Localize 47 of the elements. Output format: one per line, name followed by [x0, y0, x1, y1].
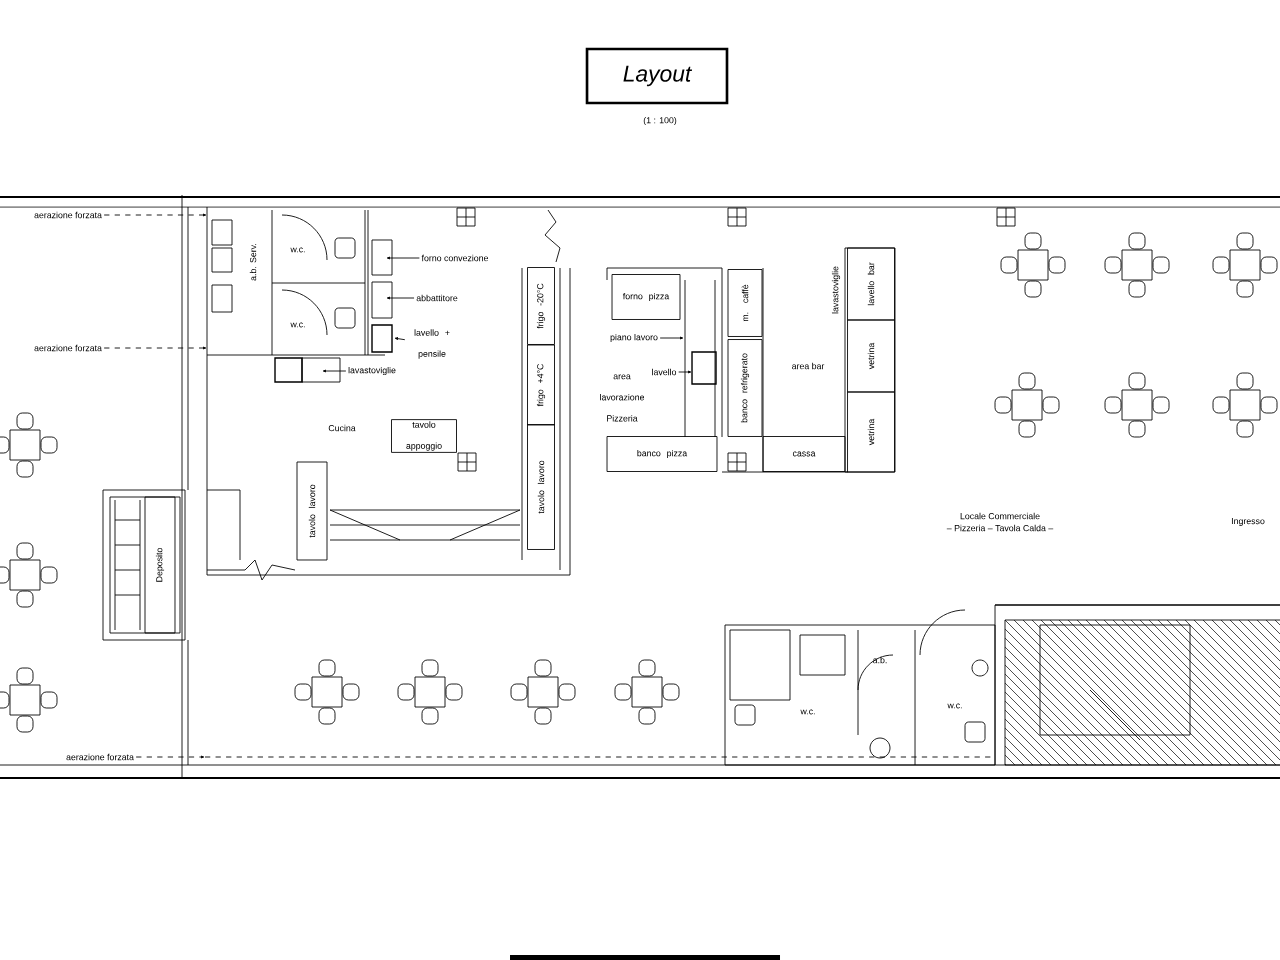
equipment-box: vetrina [847, 391, 895, 473]
room-label: area lavorazione Pizzeria [600, 374, 645, 422]
equipment-box: tavolo lavoro [527, 424, 555, 550]
title-box: Layout [585, 47, 729, 105]
room-label: Locale Commerciale [960, 512, 1040, 520]
equipment-label: piano lavoro [610, 333, 658, 343]
equipment-label: abbattitore [416, 294, 458, 302]
leader-line [678, 370, 692, 374]
equipment-label: forno convezione [421, 254, 489, 262]
room-label: area bar [792, 362, 825, 370]
equipment-label: lavastoviglie [348, 366, 396, 376]
room-label: – Pizzeria – Tavola Calda – [946, 524, 1054, 532]
room-label: w.c. [290, 322, 305, 328]
equipment-box: frigo -20°C [527, 267, 555, 345]
room-label: Cucina [328, 424, 356, 432]
room-label: a.b. Serv. [249, 243, 257, 281]
equipment-box: tavolo lavoro [296, 461, 328, 561]
equipment-box: cassa [762, 436, 846, 472]
equipment-label: lavello [652, 368, 677, 376]
equipment-box: vetrina [847, 319, 895, 393]
equipment-box: tavolo appoggio [391, 419, 457, 453]
leader-line [135, 755, 205, 759]
room-label: a.b. [873, 656, 887, 664]
room-label: w.c. [800, 709, 815, 715]
leader-line [659, 336, 684, 340]
equipment-label: aerazione forzata [34, 211, 102, 219]
equipment-box: frigo +4°C [527, 344, 555, 426]
equipment-box: m. caffè [727, 269, 763, 337]
leader-line [103, 346, 207, 350]
equipment-label: lavello + pensile [414, 329, 450, 359]
leader-line [103, 213, 207, 217]
room-label: w.c. [290, 247, 305, 253]
leader-line [386, 256, 420, 260]
room-label: Ingresso [1231, 518, 1265, 526]
equipment-box: Deposito [144, 496, 176, 634]
equipment-label: aerazione forzata [66, 753, 134, 761]
leader-line [322, 369, 347, 373]
room-label: (1 : 100) [643, 116, 677, 126]
equipment-box: forno pizza [611, 274, 681, 320]
equipment-box: lavello bar [847, 247, 895, 321]
equipment-box: banco refrigerato [727, 339, 763, 437]
room-label: w.c. [947, 703, 962, 709]
leader-line [394, 337, 406, 341]
equipment-box: banco pizza [606, 436, 718, 472]
leader-line [386, 296, 415, 300]
room-label: lavastoviglie [831, 266, 841, 314]
equipment-label: aerazione forzata [34, 344, 102, 352]
